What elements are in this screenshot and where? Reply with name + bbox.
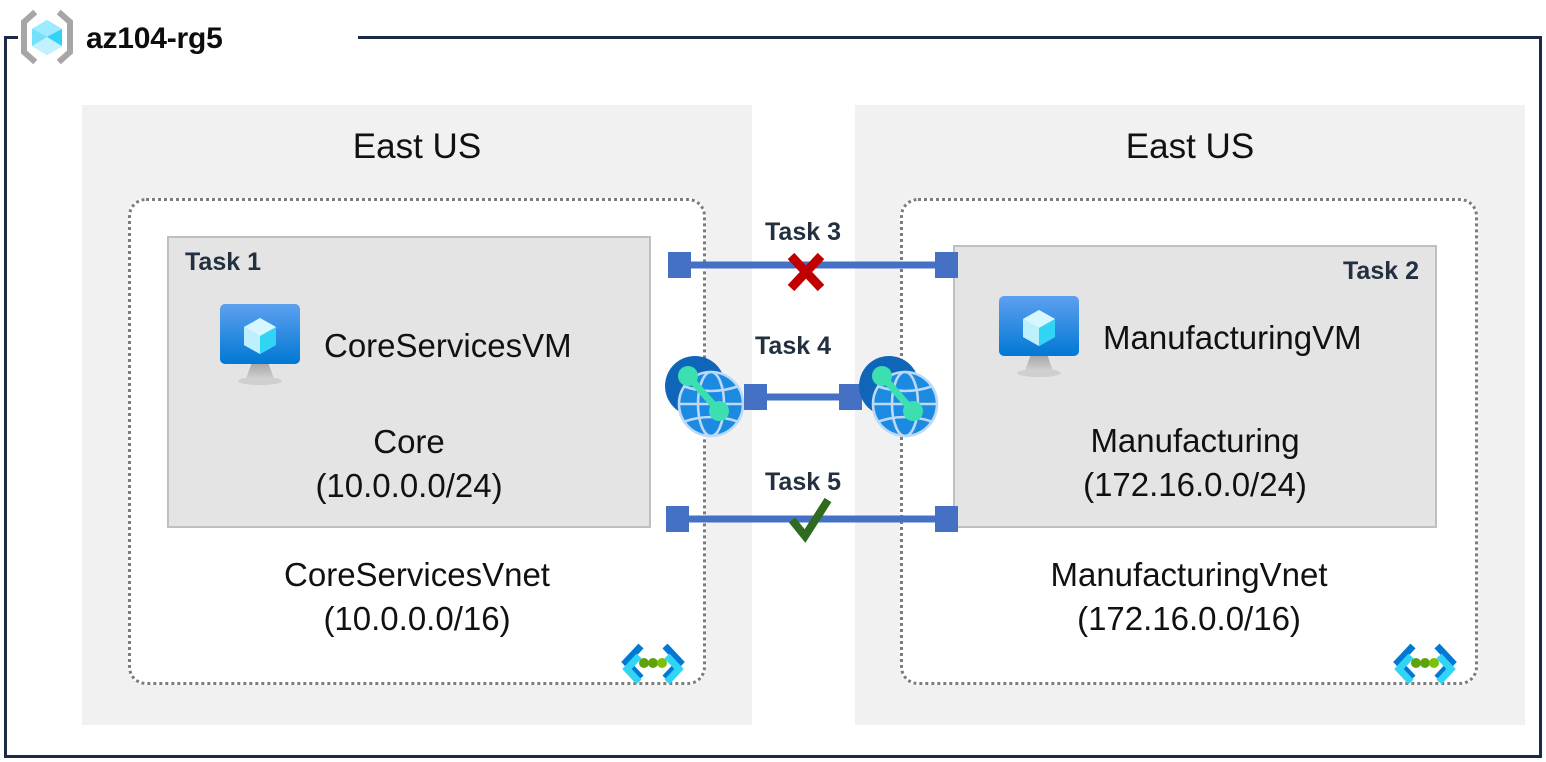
vm-name-coreservices: CoreServicesVM [324,326,572,364]
subnet-box-manufacturing[interactable]: Task 2 [953,245,1437,528]
vnet-label-manufacturing: ManufacturingVnet (172.16.0.0/16) [1050,556,1328,637]
vm-row-coreservices: CoreServicesVM [169,300,649,391]
vnet-label-coreservices: CoreServicesVnet (10.0.0.0/16) [284,556,550,637]
resource-group-name: az104-rg5 [86,22,223,55]
virtual-machine-icon [993,292,1085,383]
virtual-network-icon [1391,638,1457,694]
subnet-label-core: Core (10.0.0.0/24) [315,423,503,504]
resource-group-header: az104-rg5 [18,9,223,70]
azure-resource-group-icon [18,9,76,70]
subnet-box-core[interactable]: Task 1 [167,236,651,528]
region-label-right: East US [1125,127,1255,166]
resource-group-frame [4,36,1542,758]
task-badge-1: Task 1 [185,248,261,276]
virtual-machine-icon [214,300,306,391]
region-label-left: East US [352,127,482,166]
subnet-label-manufacturing: Manufacturing (172.16.0.0/24) [1083,422,1307,503]
virtual-network-icon [619,638,685,694]
vm-row-manufacturing: ManufacturingVM [955,292,1435,383]
resource-group-header-notch [18,16,358,62]
vm-name-manufacturing: ManufacturingVM [1103,318,1362,356]
task-badge-2: Task 2 [1343,257,1419,285]
